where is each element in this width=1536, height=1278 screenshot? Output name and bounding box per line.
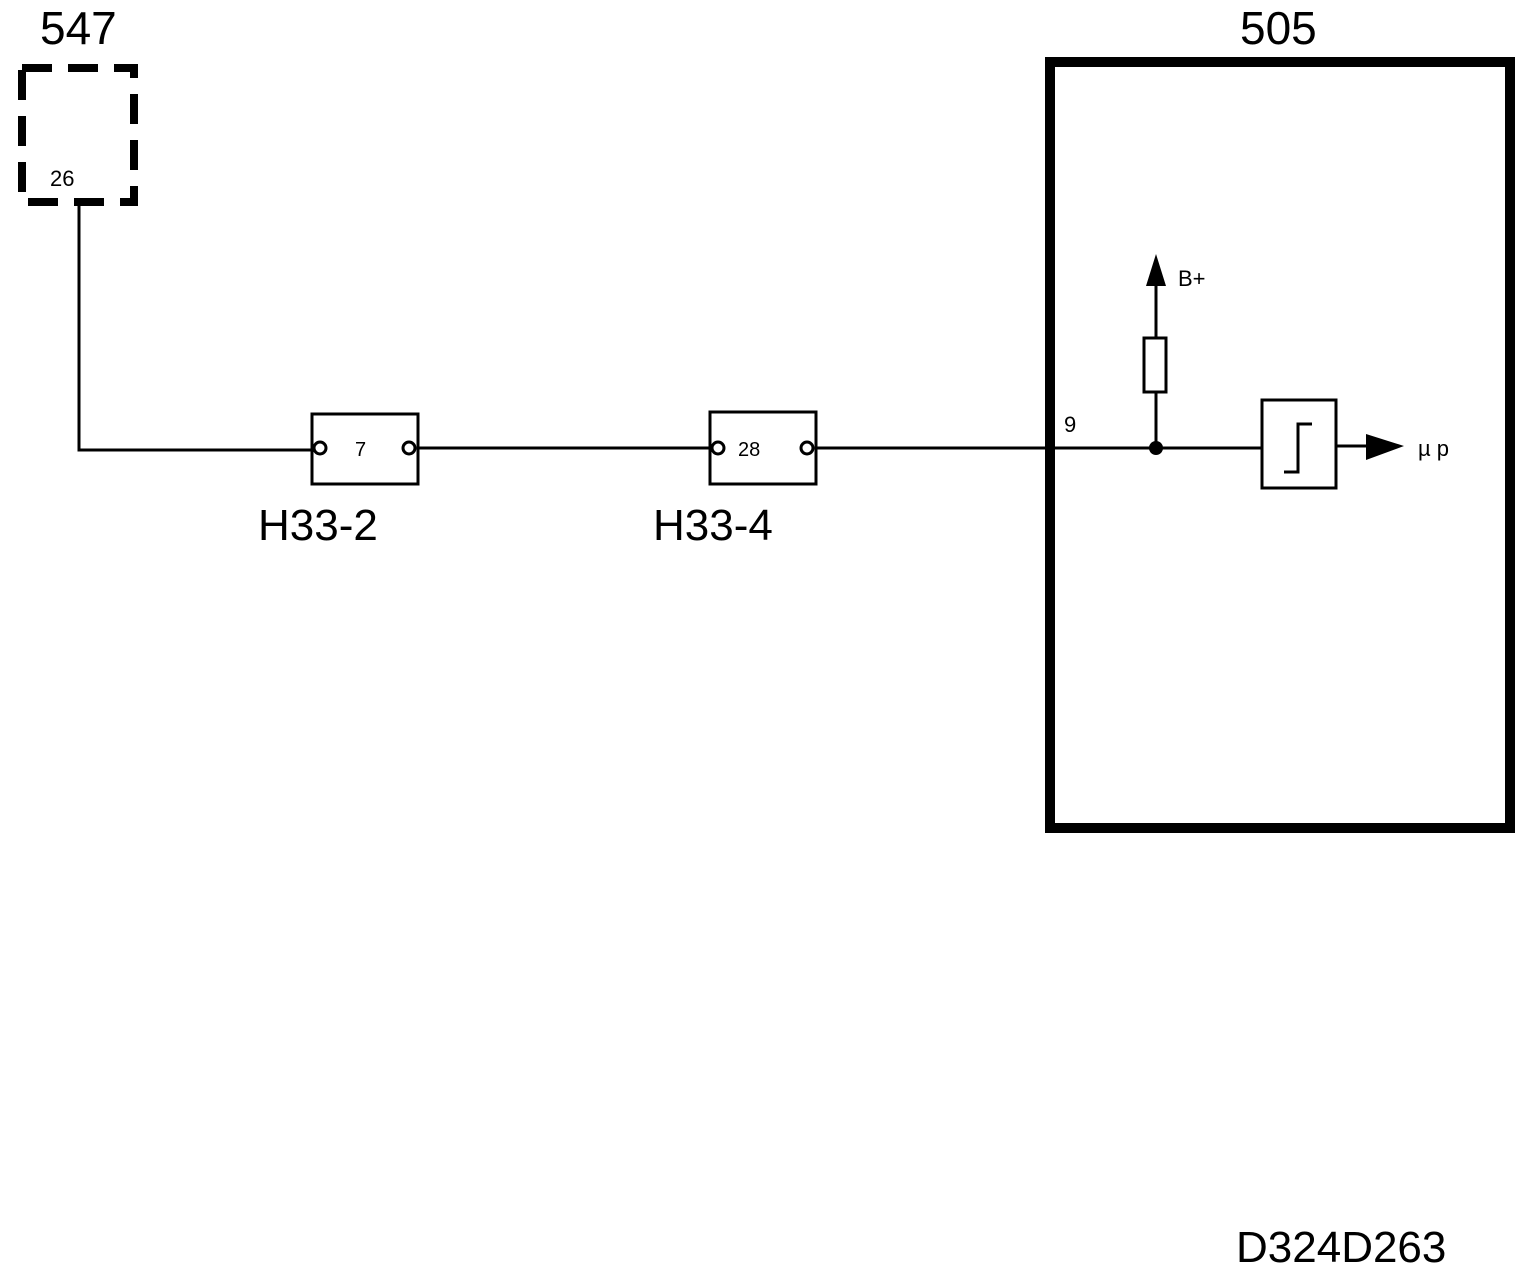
connector-h33-2-pin-label: 7: [355, 439, 366, 461]
wire-547-to-h33-2: [77, 202, 312, 452]
supply-label: B+: [1178, 266, 1206, 291]
supply-arrow-icon: [1146, 254, 1166, 286]
diagram-code: D324D263: [1236, 1223, 1446, 1272]
output-arrow-icon: [1366, 434, 1404, 460]
module-505: 505 9 B+ µ p: [1045, 2, 1515, 833]
connector-h33-4-pin-left-icon: [710, 440, 726, 456]
module-547-label: 547: [40, 2, 117, 54]
connector-h33-4: 28 H33-4: [653, 410, 818, 550]
connector-h33-4-pin-right-icon: [799, 440, 815, 456]
connector-h33-2-pin-left-icon: [312, 440, 328, 456]
connector-h33-4-label: H33-4: [653, 501, 773, 550]
module-547: 547 26: [18, 2, 138, 206]
module-505-box: [1045, 57, 1515, 833]
connector-h33-4-pin-label: 28: [738, 439, 760, 461]
output-label: µ p: [1418, 436, 1449, 461]
module-505-pin-label: 9: [1064, 412, 1076, 437]
connector-h33-2-pin-right-icon: [401, 440, 417, 456]
module-547-pin-label: 26: [50, 166, 74, 191]
connector-h33-4-body: [708, 410, 818, 486]
module-505-label: 505: [1240, 2, 1317, 54]
connector-h33-2-label: H33-2: [258, 501, 378, 550]
step-symbol-icon: [1284, 422, 1312, 474]
resistor-icon: [1142, 336, 1168, 394]
connector-h33-2-body: [310, 412, 420, 486]
connector-h33-2: 7 H33-2: [258, 412, 420, 550]
module-547-dashed-box: [18, 64, 138, 206]
